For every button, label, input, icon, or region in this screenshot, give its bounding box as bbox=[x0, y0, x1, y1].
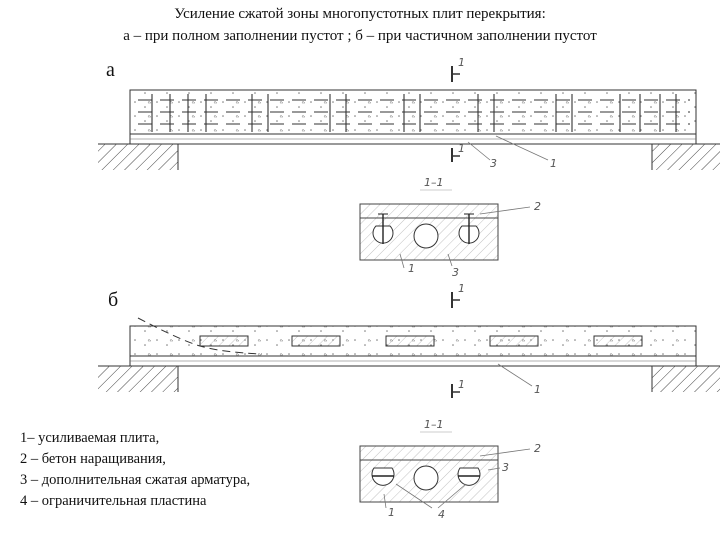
figure-a-leader-3 bbox=[467, 141, 491, 161]
figure-b-label: б bbox=[108, 289, 118, 311]
figure-a-section-mark-top: 1 bbox=[458, 56, 465, 69]
figure-a-callout-1: 1 bbox=[550, 157, 557, 170]
figure-b-section-callout-2: 2 bbox=[534, 442, 541, 455]
figure-a-supports bbox=[98, 143, 720, 170]
figure-a-section-title: 1–1 bbox=[424, 176, 444, 189]
figure-a-section-cut bbox=[451, 66, 460, 162]
figure-b-leader-1 bbox=[497, 363, 533, 387]
figure-b-section-mark-top: 1 bbox=[458, 282, 465, 295]
figure-a-slab bbox=[129, 89, 697, 145]
figure-b-callout-1: 1 bbox=[534, 383, 541, 396]
figure-b-section-callout-3: 3 bbox=[502, 461, 509, 474]
figure-a-callout-3: 3 bbox=[490, 157, 497, 170]
diagram-title: Усиление сжатой зоны многопустотных плит… bbox=[174, 6, 546, 22]
legend: 1– усиливаемая плита, 2 – бетон наращива… bbox=[20, 428, 250, 512]
figure-b-section-callout-1: 1 bbox=[388, 506, 395, 519]
figure-a-section-callout-2: 2 bbox=[534, 200, 541, 213]
figure-b-supports bbox=[98, 365, 720, 392]
figure-a-section-callout-3: 3 bbox=[452, 266, 459, 279]
legend-item: 1– усиливаемая плита, bbox=[20, 430, 160, 446]
diagram-subtitle: а – при полном заполнении пустот ; б – п… bbox=[123, 28, 597, 44]
legend-item: 3 – дополнительная сжатая арматура, bbox=[20, 472, 251, 488]
figure-a-section-callout-1: 1 bbox=[408, 262, 415, 275]
figure-b-section-title: 1–1 bbox=[424, 418, 444, 431]
figure-a-label: а bbox=[106, 59, 115, 81]
figure-a-leader-1 bbox=[495, 135, 549, 161]
figure-b-section bbox=[359, 445, 499, 503]
figure-b-section-callout-4: 4 bbox=[438, 508, 445, 521]
legend-item: 4 – ограничительная пластина bbox=[20, 493, 207, 509]
figure-b-section-cut bbox=[451, 292, 460, 398]
figure-b-slab bbox=[129, 317, 697, 367]
figure-b-section-mark-bottom: 1 bbox=[458, 378, 465, 391]
figure-a-section bbox=[359, 203, 499, 261]
legend-item: 2 – бетон наращивания, bbox=[20, 451, 166, 467]
figure-a-section-mark-bottom: 1 bbox=[458, 142, 465, 155]
